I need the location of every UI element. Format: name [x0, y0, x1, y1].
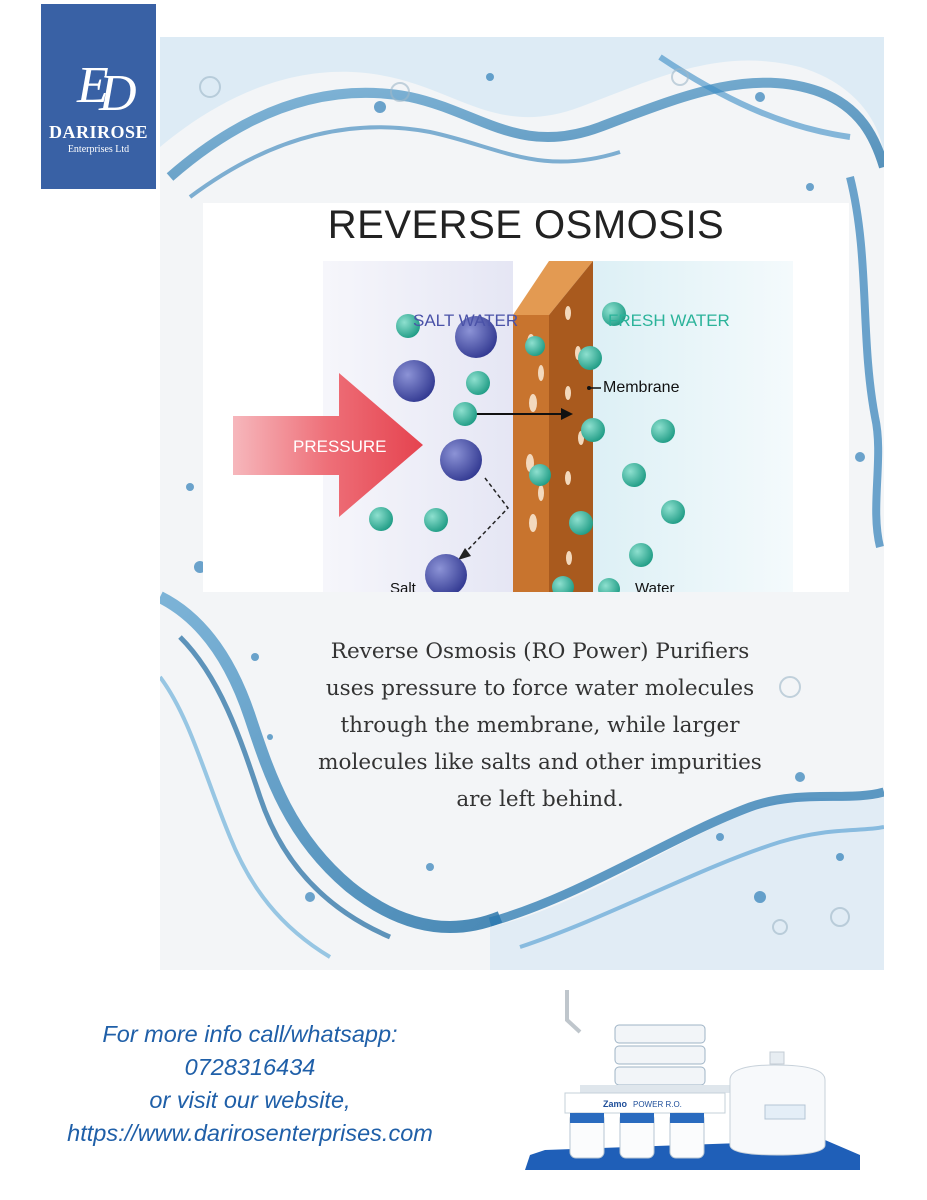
- diagram-graphic: [233, 261, 793, 592]
- flow-arrowhead: [561, 408, 573, 420]
- description-line: Reverse Osmosis (RO Power) Purifiers: [330, 639, 750, 664]
- website-link[interactable]: https://www.darirosenterprises.com: [67, 1120, 433, 1146]
- storage-tank: [729, 1051, 826, 1156]
- brand-subtitle: Enterprises Ltd: [67, 144, 130, 155]
- description-line: through the membrane, while larger: [340, 713, 740, 738]
- water-molecules: [369, 302, 685, 592]
- water-splash-background: [160, 37, 884, 970]
- phone-number[interactable]: 0728316434: [184, 1054, 316, 1080]
- faucet-icon: [565, 990, 582, 1034]
- product-brand-label: Zamo: [603, 1099, 628, 1109]
- website-prompt: or visit our website,: [149, 1087, 351, 1113]
- contact-info: For more info call/whatsapp: 0728316434 …: [15, 1018, 485, 1150]
- salt-molecules: [393, 316, 497, 592]
- salt-water-label: SALT WATER: [413, 311, 519, 330]
- membrane-label: Membrane: [603, 379, 680, 396]
- diagram-title: REVERSE OSMOSIS: [327, 203, 725, 247]
- poster-panel: REVERSE OSMOSIS SALT WATER FRESH WATER P…: [160, 37, 884, 970]
- salt-label: Salt: [390, 580, 416, 592]
- membrane: [513, 261, 593, 592]
- description-line: uses pressure to force water molecules: [325, 676, 755, 701]
- salt-rejection-path: [462, 477, 509, 556]
- pressure-label: PRESSURE: [293, 437, 387, 456]
- ro-purifier-product-image: Zamo POWER R.O.: [525, 990, 860, 1170]
- logo-letter-d: D: [98, 65, 137, 122]
- fresh-water-label: FRESH WATER: [608, 311, 730, 330]
- filter-canisters: [564, 1024, 730, 1159]
- contact-prompt: For more info call/whatsapp:: [102, 1021, 398, 1047]
- ed-monogram-icon: E D: [76, 57, 137, 122]
- company-logo: E D DARIROSE Enterprises Ltd: [41, 4, 156, 189]
- brand-name: DARIROSE: [48, 122, 149, 142]
- description-line: are left behind.: [456, 787, 624, 812]
- reverse-osmosis-diagram: REVERSE OSMOSIS SALT WATER FRESH WATER P…: [203, 203, 849, 592]
- pressure-arrow: [233, 373, 423, 517]
- logo-letter-e: E: [76, 57, 109, 114]
- product-model-label: POWER R.O.: [633, 1100, 682, 1109]
- description-text: Reverse Osmosis (RO Power) Purifiers use…: [280, 633, 800, 818]
- description-line: molecules like salts and other impuritie…: [318, 750, 762, 775]
- water-label: Water: [635, 580, 675, 592]
